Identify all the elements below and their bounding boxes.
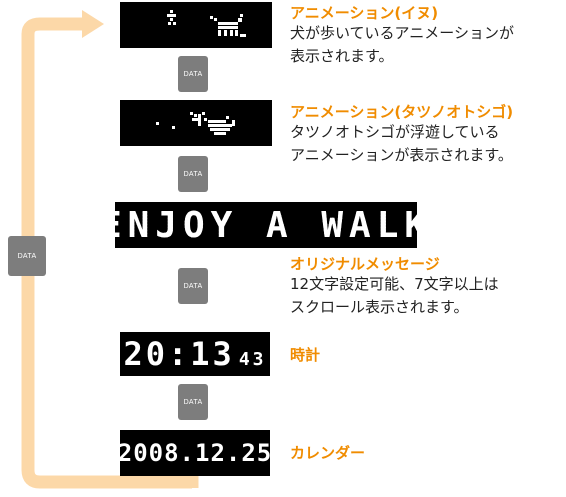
data-flow-box-loop: DATA [8, 236, 46, 276]
data-flow-box: DATA [178, 156, 208, 192]
lcd-seahorse-animation [120, 100, 272, 146]
title-original-message: オリジナルメッセージ [290, 255, 440, 273]
seahorse-icon [156, 112, 235, 135]
lcd-message-text: ENJOY A WALK [115, 205, 417, 246]
data-flow-box: DATA [178, 384, 208, 420]
title-clock: 時計 [290, 346, 321, 364]
lcd-original-message: ENJOY A WALK [115, 202, 417, 248]
title-dog-animation: アニメーション(イヌ) [290, 4, 439, 22]
desc-line: 犬が歩いているアニメーションが [290, 24, 514, 42]
data-flow-box: DATA [178, 268, 208, 304]
lcd-clock-time: 20:13 [123, 335, 235, 373]
desc-line: 表示されます。 [290, 47, 394, 65]
lcd-calendar: 2008.12.25 [120, 430, 270, 476]
lcd-dog-animation [120, 2, 272, 48]
lcd-calendar-date: 2008.12.25 [120, 439, 270, 467]
walking-dog-icon [167, 10, 246, 37]
title-calendar: カレンダー [290, 444, 366, 462]
desc-seahorse-animation: タツノオトシゴが浮遊している アニメーションが表示されます。 [290, 121, 513, 167]
desc-line: タツノオトシゴが浮遊している [290, 123, 500, 141]
data-flow-box: DATA [178, 56, 208, 92]
title-seahorse-animation: アニメーション(タツノオトシゴ) [290, 103, 514, 121]
lcd-clock-seconds: 43 [238, 349, 267, 370]
desc-line: アニメーションが表示されます。 [290, 146, 513, 164]
arrow-head [82, 10, 104, 38]
desc-line: スクロール表示されます。 [290, 298, 469, 316]
desc-dog-animation: 犬が歩いているアニメーションが 表示されます。 [290, 22, 514, 68]
desc-line: 12文字設定可能、7文字以上は [290, 275, 499, 293]
lcd-clock: 20:13 43 [120, 332, 270, 376]
desc-original-message: 12文字設定可能、7文字以上は スクロール表示されます。 [290, 273, 499, 319]
